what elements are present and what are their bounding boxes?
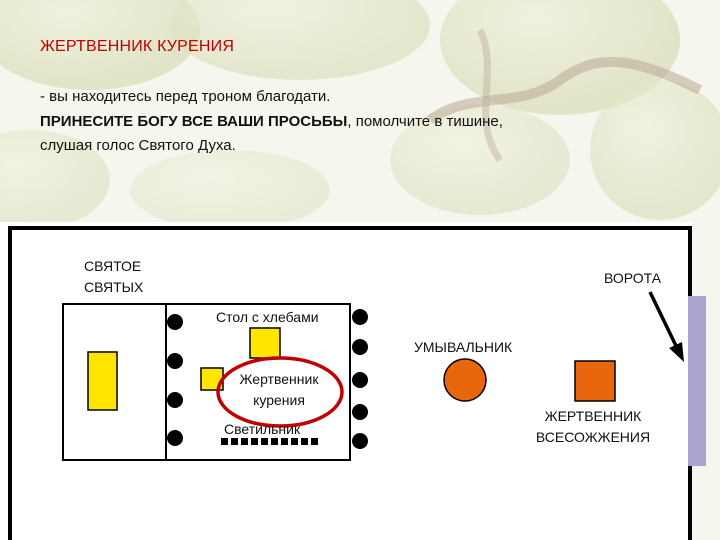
altar-of-burnt-offering-label: ЖЕРТВЕННИК ВСЕСОЖЖЕНИЯ (530, 406, 656, 448)
laver (444, 359, 486, 401)
table-of-bread (250, 328, 280, 358)
altar-of-burnt-offering-line-1: ЖЕРТВЕННИК (530, 406, 656, 427)
altar-of-incense-line-1: Жертвенник (229, 369, 329, 390)
gate-label: ВОРОТА (604, 268, 661, 289)
gate-bar (688, 296, 706, 466)
altar-of-burnt-offering-line-2: ВСЕСОЖЖЕНИЯ (530, 427, 656, 448)
table-of-bread-label: Стол с хлебами (216, 307, 319, 328)
lampstand-label: Светильник (224, 419, 300, 440)
holy-of-holies-line-2: СВЯТЫХ (84, 277, 143, 298)
ark-of-covenant (88, 352, 117, 410)
altar-of-incense-line-2: курения (229, 390, 329, 411)
holy-of-holies-label: СВЯТОЕ СВЯТЫХ (84, 256, 143, 298)
laver-label: УМЫВАЛЬНИК (414, 337, 512, 358)
holy-of-holies-line-1: СВЯТОЕ (84, 256, 143, 277)
altar-of-burnt-offering (575, 361, 615, 401)
altar-of-incense-label: Жертвенник курения (229, 369, 329, 411)
